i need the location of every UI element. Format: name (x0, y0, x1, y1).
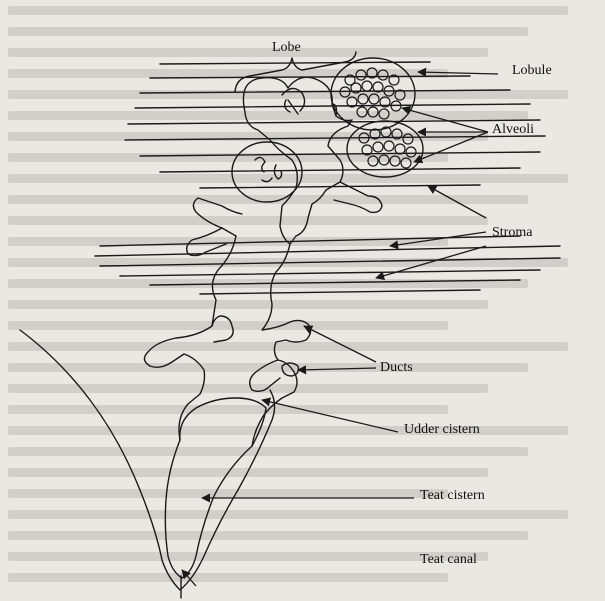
teat-outer-skin (20, 330, 275, 590)
label-lobule: Lobule (512, 63, 552, 79)
lobule-arrow (418, 72, 498, 74)
side-duct-left-lower (187, 228, 226, 256)
duct-branch-small (212, 316, 233, 342)
label-alveoli: Alveoli (492, 122, 534, 138)
stroma-hatching-middle (95, 236, 560, 294)
teat-outline (165, 440, 252, 578)
label-udder-cistern: Udder cistern (404, 422, 480, 438)
lobe-bracket (235, 52, 356, 92)
label-lobe: Lobe (272, 40, 301, 56)
udder-cistern-arrow (262, 400, 398, 432)
label-ducts: Ducts (380, 360, 413, 376)
ducts-arrow-1 (304, 326, 376, 362)
stroma-hatching-upper (125, 62, 545, 188)
label-teat-cistern: Teat cistern (420, 488, 485, 504)
label-stroma: Stroma (492, 225, 532, 241)
ducts-arrow-2 (298, 368, 376, 370)
duct-branch-mid (250, 360, 280, 391)
stroma-arrow-1 (428, 186, 486, 218)
label-teat-canal: Teat canal (420, 552, 477, 568)
central-duct-left (144, 236, 236, 440)
lobule-left (232, 142, 302, 202)
lobe-outline (243, 77, 352, 244)
stroma-arrow-3 (376, 246, 486, 278)
duct-branch-ellipse (282, 363, 298, 376)
